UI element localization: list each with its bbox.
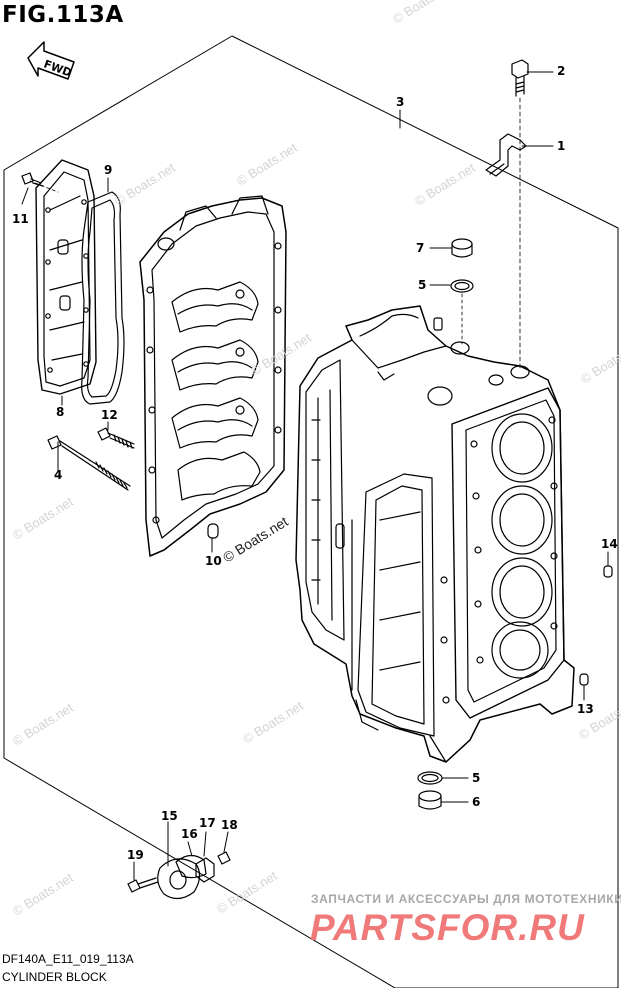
callout-14: 14 <box>601 537 618 551</box>
bolt-part-4 <box>47 435 131 491</box>
pin-part-13 <box>579 673 589 686</box>
callout-19: 19 <box>127 848 144 862</box>
assembly-boundary <box>3 35 619 988</box>
anode-part-17 <box>195 857 215 883</box>
drawing-code: DF140A_E11_019_113A <box>2 952 134 966</box>
crankcase-half <box>139 195 287 557</box>
callout-18: 18 <box>221 818 238 832</box>
gasket-part-16 <box>175 854 207 879</box>
plug-part-7 <box>451 238 473 258</box>
fwd-arrow-icon: FWD <box>27 41 75 80</box>
callout-6: 6 <box>472 795 481 809</box>
callout-3: 3 <box>396 95 405 109</box>
shop-logo: PARTSFOR.RU <box>310 907 585 948</box>
bolt-part-19 <box>127 877 159 893</box>
figure-title: FIG.113A <box>2 2 124 28</box>
callout-5-bottom: 5 <box>472 771 481 785</box>
shop-tagline: ЗАПЧАСТИ И АКСЕССУАРЫ ДЛЯ МОТОТЕХНИКИ <box>311 892 621 906</box>
cylinder-block-part-3 <box>295 305 575 763</box>
cover-part-8 <box>35 159 97 395</box>
callout-12: 12 <box>101 408 118 422</box>
bolt-part-2 <box>511 59 529 97</box>
callout-16: 16 <box>181 827 198 841</box>
callout-17: 17 <box>199 816 216 830</box>
callout-9: 9 <box>104 163 113 177</box>
leader-lines <box>21 71 609 881</box>
anode-cover-part-15 <box>157 858 201 900</box>
dowel-pin-part-10 <box>207 523 219 539</box>
bolt-part-18 <box>217 851 231 865</box>
washer-part-5-bottom <box>417 771 443 785</box>
callout-5-top: 5 <box>418 278 427 292</box>
callout-15: 15 <box>161 809 178 823</box>
callout-13: 13 <box>577 702 594 716</box>
bolt-part-12 <box>97 427 135 449</box>
pin-part-14 <box>603 565 613 578</box>
callout-8: 8 <box>56 405 65 419</box>
washer-part-5-top <box>450 279 474 293</box>
callout-2: 1 <box>557 139 566 153</box>
drawing-caption: CYLINDER BLOCK <box>2 970 107 984</box>
bracket-part-1 <box>485 133 527 177</box>
plug-part-6 <box>418 790 442 810</box>
callout-1: 2 <box>557 64 566 78</box>
callout-4: 4 <box>54 468 63 482</box>
callout-7: 7 <box>416 241 425 255</box>
bolt-part-11 <box>21 172 59 193</box>
callout-11: 11 <box>12 212 29 226</box>
callout-10: 10 <box>205 554 222 568</box>
